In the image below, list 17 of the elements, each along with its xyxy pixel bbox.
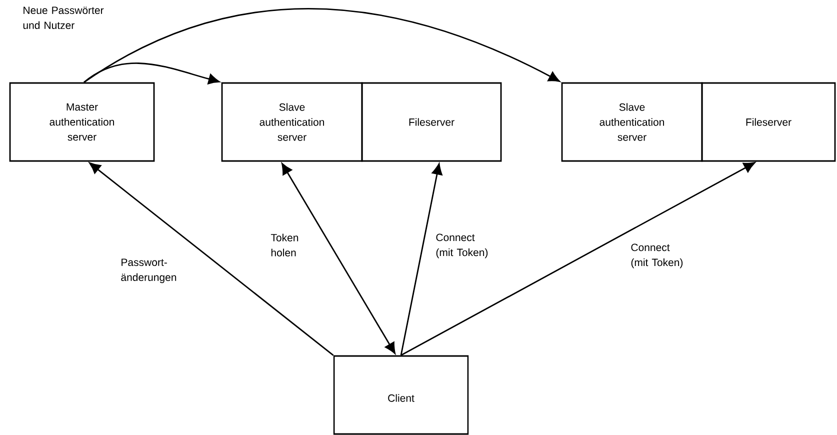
server-box: Master authentication server	[9, 82, 155, 162]
edge-label: Connect (mit Token)	[631, 244, 683, 268]
server-box: Fileserver	[361, 82, 502, 162]
server-box: Fileserver	[701, 82, 836, 162]
edge-label: Connect (mit Token)	[436, 234, 488, 258]
client-box: Client	[333, 355, 469, 435]
arrow	[400, 162, 756, 356]
arrow	[89, 162, 334, 356]
server-box: Slave authentication server	[561, 82, 703, 162]
arrow	[400, 163, 442, 356]
edge-label: Neue Passwörter und Nutzer	[23, 6, 104, 30]
arrow	[84, 8, 560, 83]
server-box: Slave authentication server	[221, 82, 363, 162]
edge-label: Passwort- änderungen	[121, 258, 176, 284]
arrow	[84, 62, 220, 84]
arrow	[282, 163, 396, 354]
edge-label: Token holen	[270, 234, 298, 256]
